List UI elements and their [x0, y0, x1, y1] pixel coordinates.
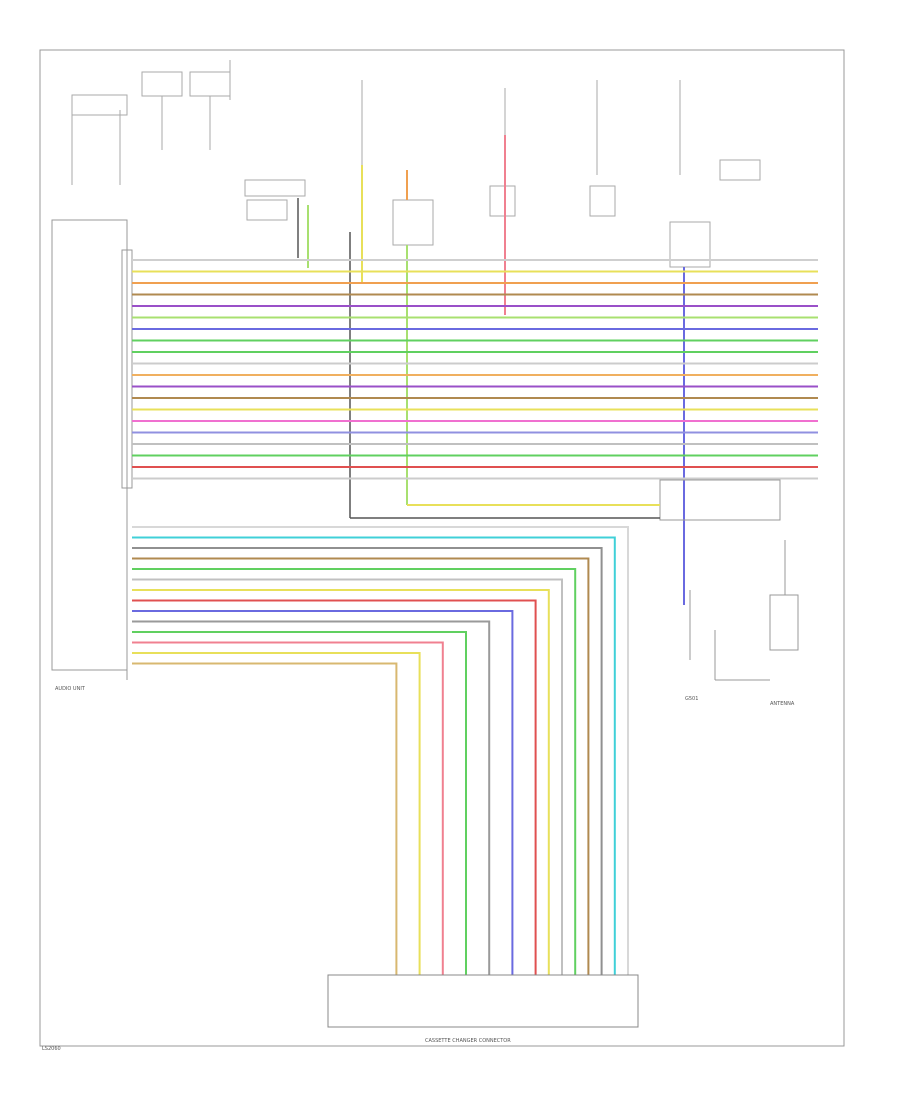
harness-wire	[132, 547, 603, 975]
harness-wire	[132, 620, 491, 975]
lower-wire-harness	[132, 526, 629, 975]
harness-wire	[132, 557, 590, 975]
harness-wire	[132, 536, 616, 975]
figure-code: LS2060	[42, 1046, 61, 1052]
harness-wire	[132, 641, 444, 975]
harness-wire	[132, 631, 467, 975]
audio-unit-connector	[121, 249, 133, 489]
diagram-border	[39, 49, 845, 1047]
harness-wire	[132, 568, 577, 975]
audio-unit-label: AUDIO UNIT	[55, 686, 86, 692]
audio-unit-box	[51, 219, 128, 671]
harness-wire	[132, 599, 537, 975]
harness-wire	[132, 589, 550, 975]
top-left-fuse-group	[71, 60, 306, 221]
harness-wire	[132, 662, 398, 975]
tuner-unit-group	[659, 479, 799, 681]
cassette-connector-label: CASSETTE CHANGER CONNECTOR	[425, 1038, 511, 1044]
cassette-connector-box	[327, 974, 639, 1028]
harness-wire	[132, 578, 563, 975]
top-fuse-group	[361, 80, 761, 268]
audio-unit-pin-rows	[132, 259, 818, 480]
harness-wire	[132, 652, 421, 975]
antenna-label: ANTENNA	[770, 701, 795, 707]
harness-wire	[132, 526, 629, 975]
harness-wire	[132, 610, 514, 975]
ground-label: G501	[685, 696, 698, 702]
